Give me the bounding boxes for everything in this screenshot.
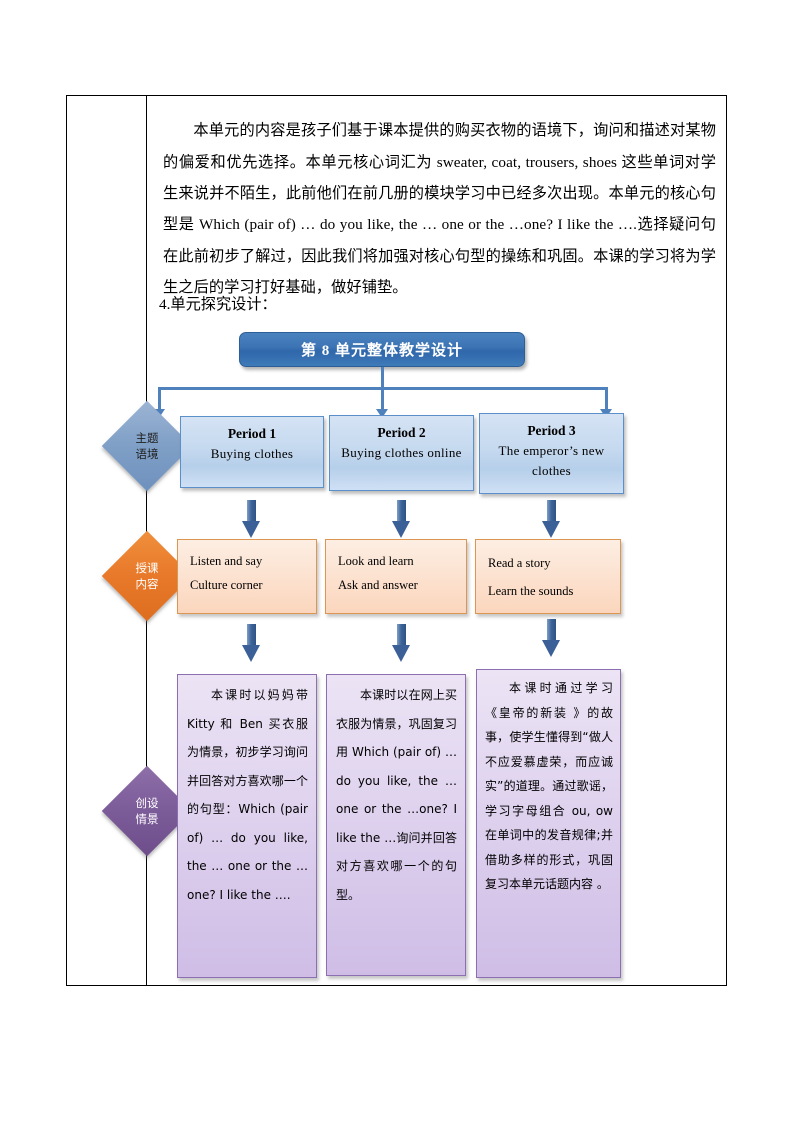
connector-drop-2: [381, 387, 384, 411]
table-right-column: 本单元的内容是孩子们基于课本提供的购买衣物的语境下，询问和描述对某物的偏爱和优先…: [147, 96, 726, 985]
row-label-content-line1: 授课: [135, 561, 159, 575]
diagram-title-banner: 第 8 单元整体教学设计: [239, 332, 525, 367]
period-2-subtitle: Buying clothes online: [341, 445, 462, 460]
content-2-line2: Ask and answer: [338, 578, 418, 592]
connector-trunk: [381, 367, 384, 389]
content-2-line1: Look and learn: [338, 554, 414, 568]
content-1-line2: Culture corner: [190, 578, 263, 592]
period-box-2: Period 2 Buying clothes online: [329, 415, 474, 491]
row-label-theme-line2: 语境: [135, 447, 159, 461]
period-3-title: Period 3: [527, 423, 576, 438]
period-1-subtitle: Buying clothes: [210, 446, 294, 461]
table-left-column: [67, 96, 147, 985]
period-box-1: Period 1 Buying clothes: [180, 416, 324, 488]
scene-box-1: 本课时以妈妈带 Kitty 和 Ben 买衣服为情景，初步学习询问并回答对方喜欢…: [177, 674, 317, 978]
period-2-title: Period 2: [377, 425, 426, 440]
content-box-1: Listen and say Culture corner: [177, 539, 317, 614]
connector-drop-3: [605, 387, 608, 411]
row-label-scene-line2: 情景: [135, 812, 159, 826]
row-label-scene-line1: 创设: [135, 796, 159, 810]
content-1-line1: Listen and say: [190, 554, 263, 568]
row-label-content-line2: 内容: [135, 577, 159, 591]
section-heading: 4.单元探究设计：: [159, 296, 277, 313]
content-box-2: Look and learn Ask and answer: [325, 539, 467, 614]
document-table: 本单元的内容是孩子们基于课本提供的购买衣物的语境下，询问和描述对某物的偏爱和优先…: [66, 95, 727, 986]
flow-arrow-down-1a: [242, 500, 261, 538]
scene-box-2: 本课时以在网上买衣服为情景，巩固复习用 Which (pair of) … do…: [326, 674, 466, 976]
connector-arrowhead-2: [376, 409, 388, 418]
connector-drop-1: [158, 387, 161, 411]
flow-arrow-down-2b: [392, 624, 411, 662]
unit-design-diagram: 第 8 单元整体教学设计 主题 语境 Period 1 Buying cloth…: [67, 96, 728, 987]
row-label-theme-line1: 主题: [135, 431, 159, 445]
period-box-3: Period 3 The emperor’s new clothes: [479, 413, 624, 494]
flow-arrow-down-2a: [392, 500, 411, 538]
content-3-line1: Read a story: [488, 556, 551, 570]
row-label-theme-text: 主题 语境: [115, 414, 179, 478]
flow-arrow-down-3b: [542, 619, 561, 657]
row-label-scene-text: 创设 情景: [115, 779, 179, 843]
content-box-3: Read a story Learn the sounds: [475, 539, 621, 614]
scene-box-3: 本课时通过学习《皇帝的新装 》的故事，使学生懂得到“做人不应爱慕虚荣，而应诚实”…: [476, 669, 621, 978]
intro-paragraph: 本单元的内容是孩子们基于课本提供的购买衣物的语境下，询问和描述对某物的偏爱和优先…: [163, 122, 716, 297]
period-3-subtitle: The emperor’s new clothes: [498, 443, 605, 478]
flow-arrow-down-1b: [242, 624, 261, 662]
content-3-line2: Learn the sounds: [488, 584, 574, 598]
flow-arrow-down-3a: [542, 500, 561, 538]
row-label-content-text: 授课 内容: [115, 544, 179, 608]
period-1-title: Period 1: [227, 426, 277, 441]
